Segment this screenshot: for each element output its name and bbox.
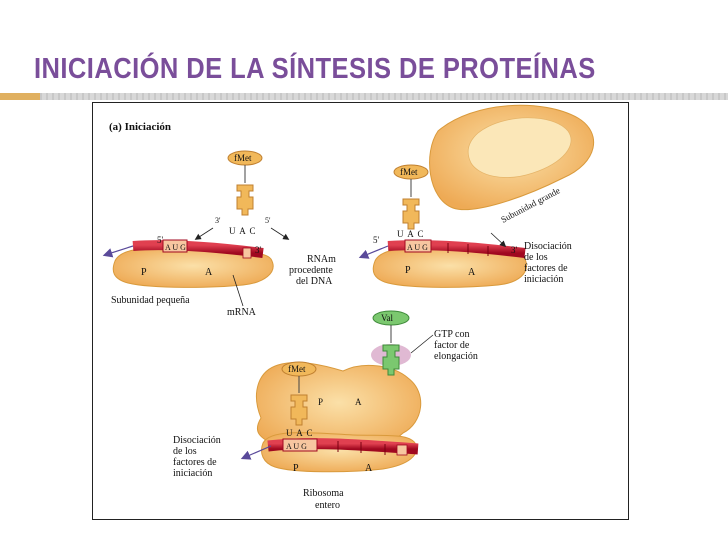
dissociation-3-label-4: iniciación xyxy=(173,468,212,479)
aug-codon-box-3 xyxy=(282,438,318,452)
site-a-3: A xyxy=(365,463,373,474)
small-subunit-label: Subunidad pequeña xyxy=(111,295,190,306)
title-underline xyxy=(0,93,728,100)
fmet-label-3: fMet xyxy=(288,364,306,374)
gtp-label-1: GTP con xyxy=(434,329,469,340)
mrna-5-label-2: 5' xyxy=(373,235,380,245)
large-subunit-inner xyxy=(467,117,572,178)
figure-svg: (a) Iniciación A U G 5' 3' P A Subunidad… xyxy=(102,104,595,511)
dissociation-label-4: iniciación xyxy=(524,274,563,285)
mrna-strand-2 xyxy=(387,240,526,258)
trna-3-label: 3' xyxy=(215,216,221,225)
anticodon-label-3: U A C xyxy=(286,428,314,438)
val-label: Val xyxy=(381,313,393,323)
mrna-label: mRNA xyxy=(227,307,257,318)
trna-right-arrow xyxy=(270,227,290,240)
panel-2: Subunidad grande A U G 5' 3' P A fMet U … xyxy=(289,104,595,288)
rnam-label-2: procedente xyxy=(289,265,333,276)
mrna-5-arrow xyxy=(102,245,134,258)
ribosome-label-1: Ribosoma xyxy=(303,488,344,499)
gtp-label-3: elongación xyxy=(434,351,478,362)
site-a-top: A xyxy=(355,397,362,407)
dissociation-label-1: Disociación xyxy=(524,241,572,252)
aug-codon-box xyxy=(162,239,188,253)
ribosome-label-2: entero xyxy=(315,500,340,511)
title-bar: INICIACIÓN DE LA SÍNTESIS DE PROTEÍNAS xyxy=(0,0,728,100)
site-p-2: P xyxy=(405,265,411,276)
protein-synthesis-figure: (a) Iniciación A U G 5' 3' P A Subunidad… xyxy=(92,102,629,520)
mrna-5-label: 5' xyxy=(157,235,164,245)
gtp-pointer xyxy=(410,334,434,354)
dissociation-label-3: factores de xyxy=(524,263,568,274)
fmet-label: fMet xyxy=(234,153,252,163)
anticodon-label-2: U A C xyxy=(397,229,425,239)
dissociation-3-label-2: de los xyxy=(173,446,197,457)
trna-5-label: 5' xyxy=(265,216,271,225)
codon-text-2: A U G xyxy=(407,243,428,252)
codon-text: A U G xyxy=(165,243,186,252)
mrna-end-box-3 xyxy=(396,444,408,456)
panel-3: A U G P A P A fMet U A C Val GTP con fac… xyxy=(173,310,478,511)
title-accent xyxy=(0,93,40,100)
rnam-label-3: del DNA xyxy=(296,276,333,287)
slide-title: INICIACIÓN DE LA SÍNTESIS DE PROTEÍNAS xyxy=(34,53,596,85)
rnam-label-1: RNAm xyxy=(307,254,336,265)
site-p: P xyxy=(141,267,147,278)
mrna-5-arrow-2 xyxy=(358,245,389,259)
gtp-label-2: factor de xyxy=(434,340,470,351)
site-p-3: P xyxy=(293,463,299,474)
trna-left-arrow xyxy=(194,227,214,240)
site-a: A xyxy=(205,267,213,278)
trna-body-3 xyxy=(290,394,308,426)
aug-codon-box-2 xyxy=(404,239,432,253)
site-p-top: P xyxy=(318,397,323,407)
mrna-end-box xyxy=(242,247,252,259)
mrna-5-arrow-3 xyxy=(240,445,272,460)
dissociation-arrow xyxy=(490,232,507,248)
val-trna-body xyxy=(382,344,400,376)
site-a-2: A xyxy=(468,267,476,278)
dissociation-label-2: de los xyxy=(524,252,548,263)
mrna-3-label: 3' xyxy=(255,245,262,255)
trna-body-2 xyxy=(402,198,420,230)
fmet-label-2: fMet xyxy=(400,167,418,177)
dissociation-3-label-3: factores de xyxy=(173,457,217,468)
mrna-3-label-2: 3' xyxy=(511,245,518,255)
anticodon-label: U A C xyxy=(229,226,257,236)
panel-label: (a) Iniciación xyxy=(109,121,171,133)
panel-1: A U G 5' 3' P A Subunidad pequeña mRNA f… xyxy=(102,150,290,318)
dissociation-3-label-1: Disociación xyxy=(173,435,221,446)
trna-body xyxy=(236,184,254,216)
mrna-pointer xyxy=(232,274,244,307)
codon-text-3: A U G xyxy=(286,442,307,451)
